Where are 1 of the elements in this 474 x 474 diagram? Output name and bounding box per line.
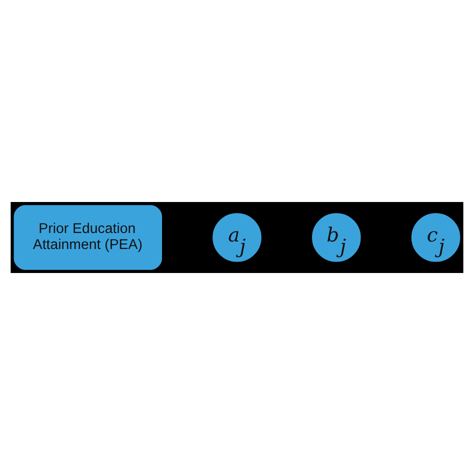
node-box: Prior Education Attainment (PEA) xyxy=(14,204,162,270)
